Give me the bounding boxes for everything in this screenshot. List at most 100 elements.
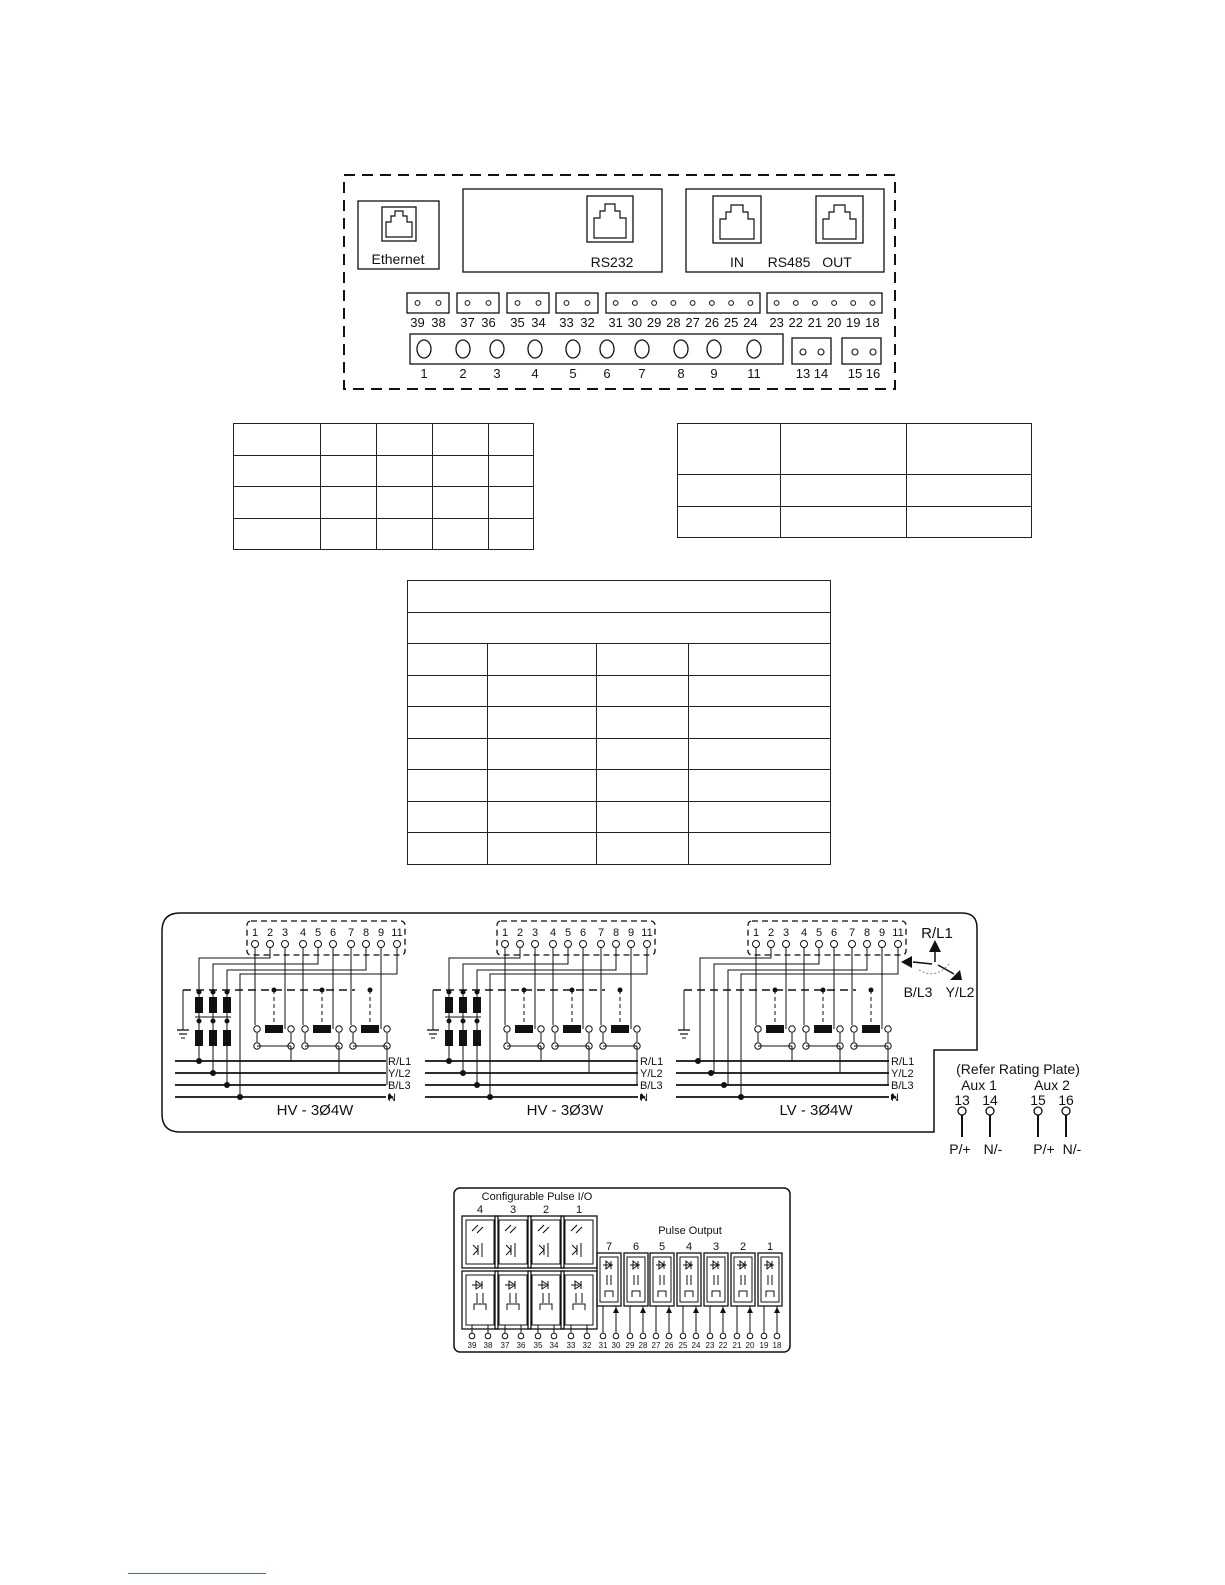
pin-hole: [747, 300, 754, 306]
wiring-terminal-label: 1: [753, 927, 759, 939]
table-cell: [596, 706, 689, 739]
pin-hole: [535, 300, 542, 306]
pin-hole: [563, 300, 570, 306]
terminal-label: 1: [420, 366, 427, 381]
table-cell: [487, 832, 597, 865]
pin-label: 37: [460, 315, 474, 330]
aux2-label: Aux 2: [1034, 1077, 1070, 1093]
pin-hole: [831, 300, 837, 306]
table-cell: [376, 486, 433, 519]
table-cell: [780, 474, 907, 507]
pulse-pin-label: 38: [484, 1341, 493, 1350]
configurable-pulse-title: Configurable Pulse I/O: [482, 1191, 593, 1203]
table-cell: [320, 454, 377, 487]
aux-terminal-block-b: [841, 337, 882, 365]
wiring-terminal-label: 5: [816, 927, 822, 939]
pulse-pin-label: 24: [692, 1341, 701, 1350]
wiring-title: HV - 3Ø3W: [527, 1102, 605, 1119]
table-cell: [688, 643, 831, 676]
table-cell: [432, 454, 489, 487]
pin-label: 26: [705, 315, 719, 330]
aux-terminal-label: 16: [866, 366, 880, 381]
pulse-pin-label: 32: [583, 1341, 592, 1350]
table-cell: [488, 454, 534, 487]
pin-header: [555, 292, 599, 314]
table-cell: [233, 454, 321, 487]
table-cell: [906, 505, 1032, 538]
pin-label: 31: [608, 315, 622, 330]
table-cell: [906, 423, 1032, 475]
wiring-terminal-label: 5: [565, 927, 571, 939]
terminal-label: 5: [569, 366, 576, 381]
aux2-pol-b: N/-: [1063, 1141, 1082, 1157]
pulse-pin-label: 22: [719, 1341, 728, 1350]
wiring-terminal-label: 4: [801, 927, 807, 939]
line-label: Y/L2: [891, 1068, 914, 1080]
aux-terminal-label: 13: [796, 366, 810, 381]
terminal-label: 9: [710, 366, 717, 381]
terminal-label: 3: [493, 366, 500, 381]
table-cell: [688, 832, 831, 865]
table-cell: [432, 486, 489, 519]
pin-label: 36: [481, 315, 495, 330]
pin-header: [766, 292, 883, 314]
pin-label: 23: [769, 315, 783, 330]
pulse-pin-label: 20: [746, 1341, 755, 1350]
line-label: Y/L2: [640, 1068, 663, 1080]
pin-hole: [584, 300, 591, 306]
wiring-terminal-label: 6: [831, 927, 837, 939]
pin-hole: [812, 300, 818, 306]
pin-header: [456, 292, 500, 314]
channel-number: 2: [740, 1241, 746, 1253]
pin-label: 24: [743, 315, 757, 330]
table-cell: [407, 643, 488, 676]
table-cell: [488, 486, 534, 519]
table-cell: [487, 706, 597, 739]
pulse-pin-label: 37: [501, 1341, 510, 1350]
wiring-terminal-label: 8: [363, 927, 369, 939]
main-terminal-block: [409, 333, 784, 365]
table-cell: [376, 517, 433, 550]
table-left: [233, 423, 534, 550]
rs232-port: RS232: [462, 188, 663, 273]
wiring-terminal-label: 11: [391, 927, 402, 939]
wiring-terminal-label: 11: [892, 927, 903, 939]
pin-label: 28: [666, 315, 680, 330]
channel-number: 7: [606, 1241, 612, 1253]
table-cell: [677, 505, 781, 538]
pin-label: 30: [628, 315, 642, 330]
wiring-terminal-label: 2: [267, 927, 273, 939]
pin-hole: [850, 300, 857, 306]
pulse-pin-label: 34: [550, 1341, 559, 1350]
line-label: R/L1: [640, 1056, 663, 1068]
pin-hole: [485, 300, 492, 306]
aux1-pol-b: N/-: [984, 1141, 1003, 1157]
table-cell: [432, 423, 489, 456]
pin-hole: [708, 300, 715, 306]
wiring-terminal-label: 5: [315, 927, 321, 939]
aux-note: (Refer Rating Plate): [956, 1061, 1080, 1077]
pin-label: 20: [827, 315, 841, 330]
phasor-b-label: B/L3: [904, 984, 933, 1000]
table-cell: [488, 517, 534, 550]
phasor-diagram: R/L1 B/L3 Y/L2: [901, 925, 975, 1000]
wiring-title: HV - 3Ø4W: [277, 1102, 355, 1119]
pin-hole: [464, 300, 471, 306]
aux-terminal-block-a: [791, 337, 832, 365]
pin-header: [406, 292, 450, 314]
pulse-pin-label: 19: [760, 1341, 769, 1350]
terminal-screw: [489, 339, 505, 359]
table-cell: [596, 643, 689, 676]
table-cell: [688, 674, 831, 708]
table-cell: [688, 800, 831, 834]
